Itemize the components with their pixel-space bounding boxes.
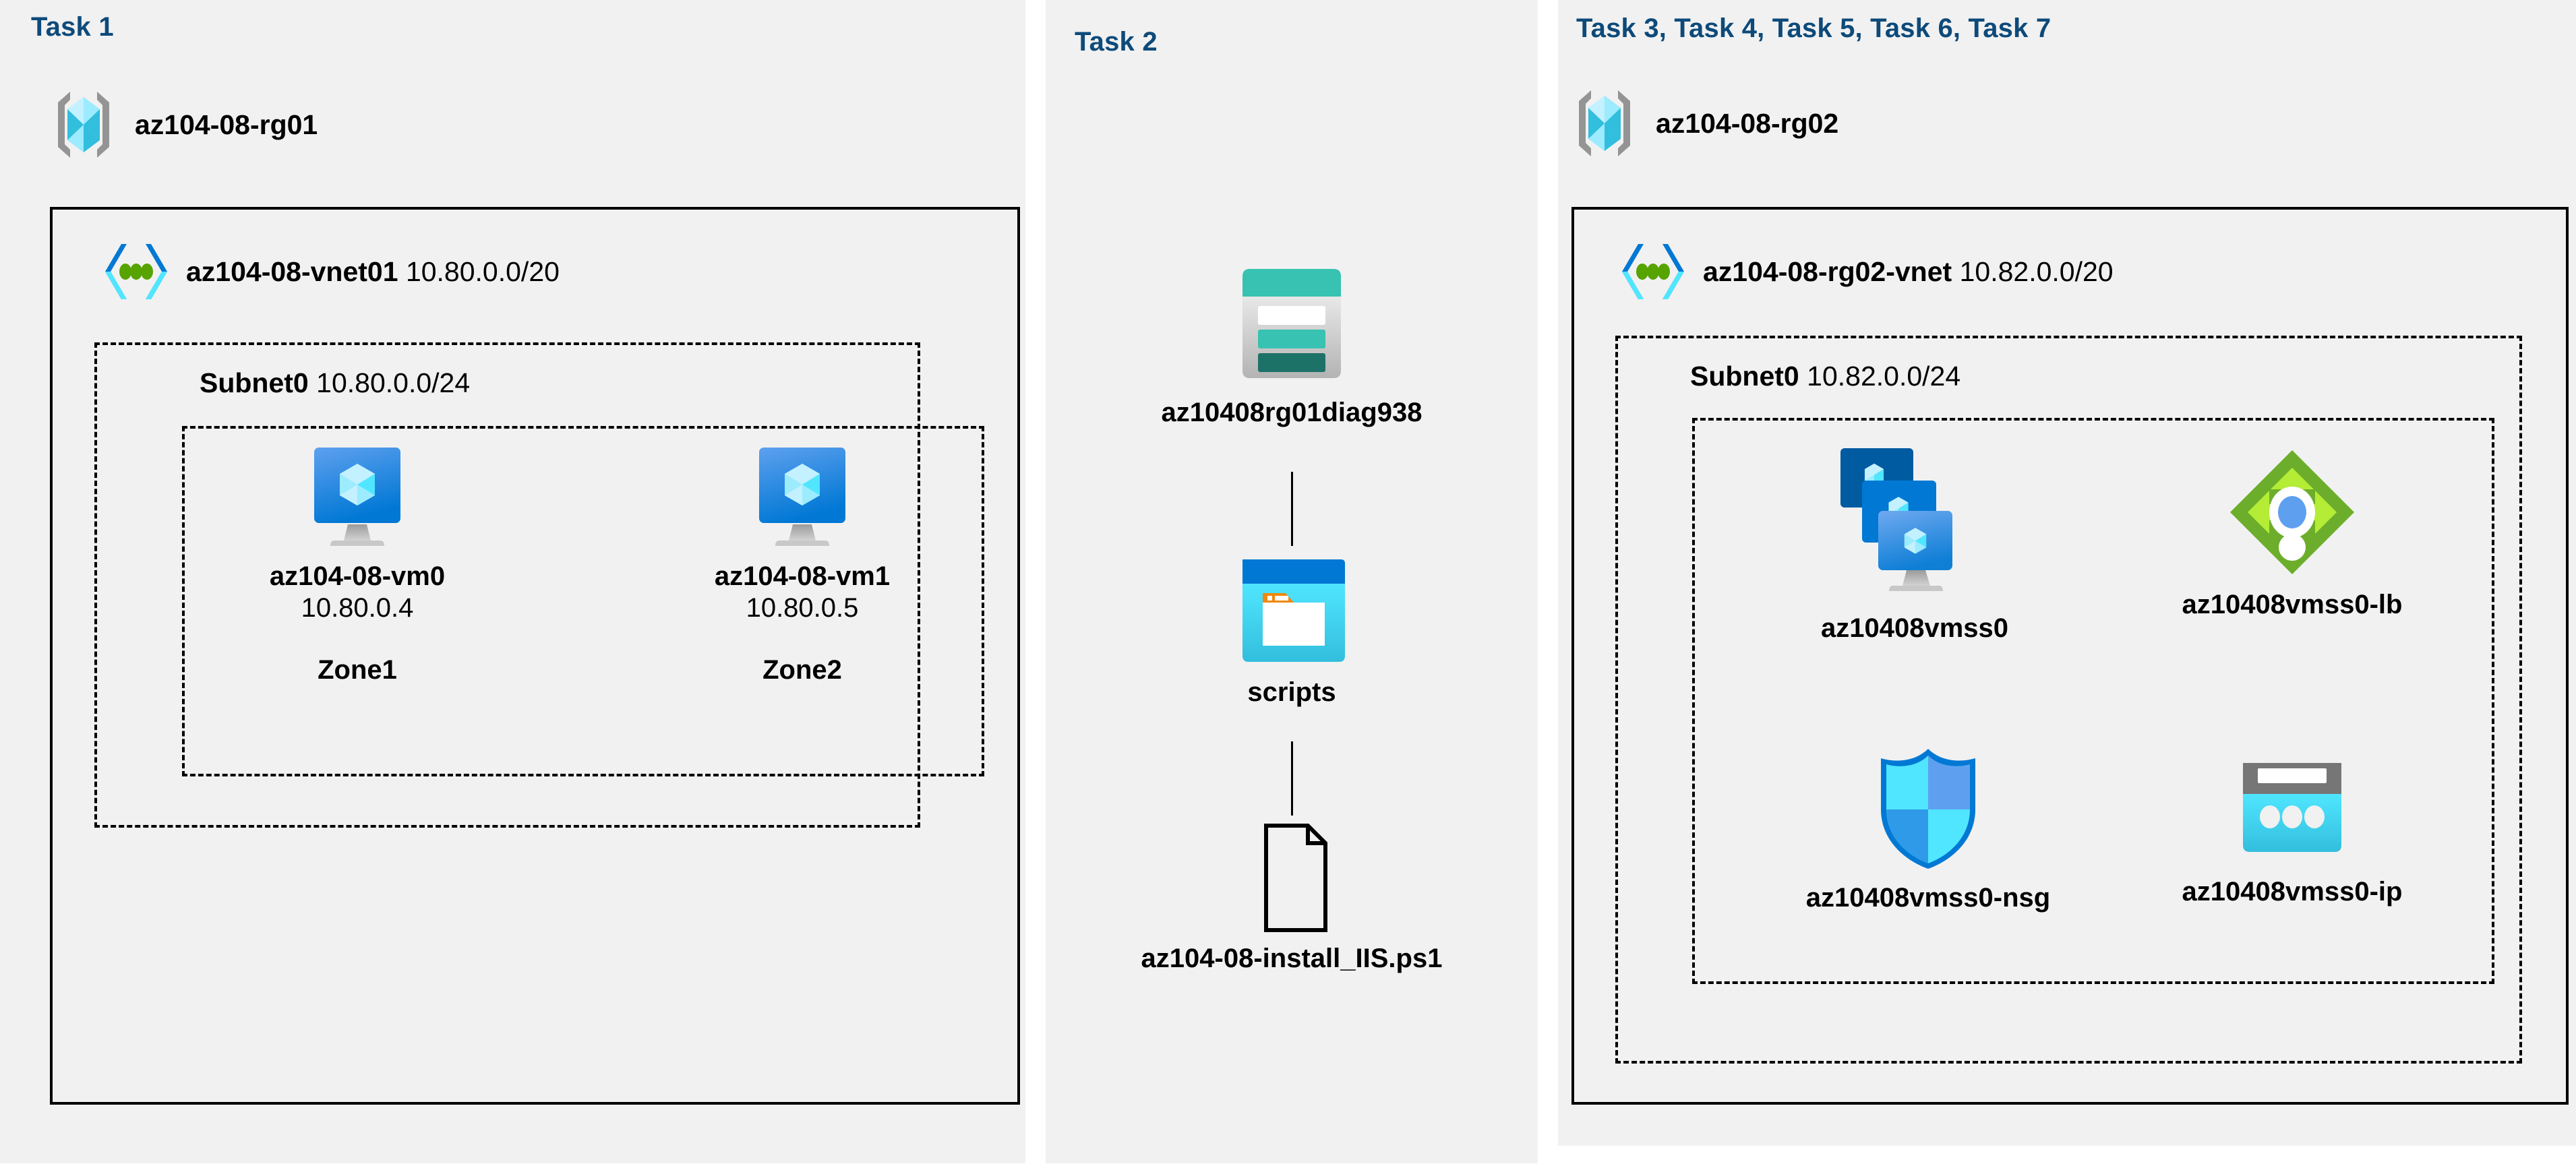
resource-group-icon [1571, 86, 1638, 160]
vmss-name: az10408vmss0 [1820, 613, 2009, 643]
virtual-network-icon [1621, 241, 1685, 302]
node-load-balancer[interactable]: az10408vmss0-lb [2103, 445, 2481, 620]
task3to7-vnet-label: az104-08-rg02-vnet 10.82.0.0/20 [1703, 256, 2114, 288]
panel-task3to7 [1558, 0, 2576, 1146]
task3to7-vnet-header: az104-08-rg02-vnet 10.82.0.0/20 [1611, 241, 2123, 302]
vm1-ip: 10.80.0.5 [746, 593, 859, 623]
blob-container-name: scripts [1247, 677, 1336, 707]
vm1-zone: Zone2 [762, 655, 842, 685]
blob-container-icon [1229, 551, 1354, 667]
task3to7-vnet-cidr: 10.82.0.0/20 [1959, 255, 2114, 287]
task3to7-vnet-name: az104-08-rg02-vnet [1703, 255, 1952, 287]
task3to7-subnet-box [1615, 336, 2522, 1064]
task3to7-subnet-cidr: 10.82.0.0/24 [1807, 361, 1961, 392]
task1-resource-group-header: az104-08-rg01 [50, 88, 318, 162]
task1-subnet-box [94, 342, 920, 828]
task1-subnet-label: Subnet0 10.80.0.0/24 [200, 367, 470, 399]
storage-account-icon [1228, 259, 1356, 388]
task3to7-vnet-box [1571, 207, 2569, 1105]
vm0-zone: Zone1 [318, 655, 397, 685]
virtual-machine-icon [307, 445, 407, 551]
task3to7-resource-group-inner-box [1692, 418, 2494, 984]
vm0-name: az104-08-vm0 [269, 561, 446, 591]
virtual-network-icon [104, 241, 169, 302]
task1-vnet-header: az104-08-vnet01 10.80.0.0/20 [94, 241, 569, 302]
task1-subnet-name: Subnet0 [200, 367, 309, 398]
node-storage-account[interactable]: az10408rg01diag938 [1083, 259, 1501, 428]
task3to7-subnet-label: Subnet0 10.82.0.0/24 [1690, 361, 1960, 392]
task3to7-resource-group-header: az104-08-rg02 [1571, 86, 1838, 160]
task1-resource-group-name: az104-08-rg01 [135, 109, 318, 140]
task1-vnet-box [50, 207, 1020, 1105]
connector-container-to-file [1291, 741, 1293, 816]
task1-vm-group-box [182, 426, 984, 776]
script-file-icon [1246, 822, 1338, 933]
panel-task1 [0, 0, 1025, 1163]
node-public-ip[interactable]: az10408vmss0-ip [2117, 754, 2467, 907]
resource-group-icon [50, 88, 117, 162]
script-file-name: az104-08-install_IIS.ps1 [1141, 944, 1443, 973]
task3to7-subnet-name: Subnet0 [1690, 361, 1799, 392]
vm0-ip: 10.80.0.4 [301, 593, 414, 623]
load-balancer-name: az10408vmss0-lb [2182, 590, 2403, 619]
load-balancer-icon [2225, 445, 2360, 580]
task3to7-resource-group-name: az104-08-rg02 [1656, 107, 1839, 139]
node-vm0[interactable]: az104-08-vm0 10.80.0.4 Zone1 [222, 445, 492, 685]
task-label-2: Task 2 [1075, 27, 1158, 57]
public-ip-address-icon [2235, 754, 2349, 867]
task-label-1: Task 1 [31, 12, 114, 42]
nsg-name: az10408vmss0-nsg [1805, 883, 2051, 913]
task1-vnet-cidr: 10.80.0.0/20 [405, 255, 560, 287]
storage-account-name: az10408rg01diag938 [1161, 398, 1422, 427]
connector-storage-to-container [1291, 472, 1293, 546]
node-vmss[interactable]: az10408vmss0 [1726, 441, 2103, 644]
network-security-group-icon [1871, 745, 1985, 873]
node-script-file[interactable]: az104-08-install_IIS.ps1 [1056, 822, 1528, 974]
task-label-3to7: Task 3, Task 4, Task 5, Task 6, Task 7 [1576, 13, 2051, 43]
node-vm1[interactable]: az104-08-vm1 10.80.0.5 Zone2 [667, 445, 937, 685]
node-blob-container[interactable]: scripts [1089, 551, 1494, 708]
task1-subnet-cidr: 10.80.0.0/24 [316, 367, 471, 398]
task1-vnet-label: az104-08-vnet01 10.80.0.0/20 [186, 256, 560, 288]
task1-vnet-name: az104-08-vnet01 [186, 255, 398, 287]
vm-scale-set-icon [1840, 441, 1989, 603]
node-network-security-group[interactable]: az10408vmss0-nsg [1739, 745, 2117, 913]
public-ip-name: az10408vmss0-ip [2182, 877, 2403, 907]
virtual-machine-icon [752, 445, 852, 551]
vm1-name: az104-08-vm1 [714, 561, 891, 591]
